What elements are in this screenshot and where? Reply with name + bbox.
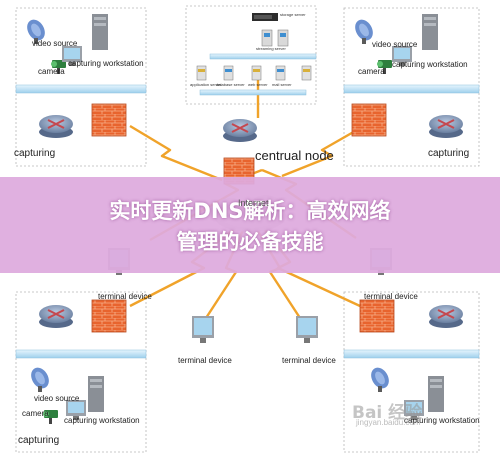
storage-server-icon <box>252 13 278 21</box>
firewall-icon <box>351 103 387 137</box>
label-web-server: web server <box>248 82 268 87</box>
label-internet: Internet <box>238 198 269 208</box>
banner-title-line-2: 管理的必备技能 <box>176 230 324 254</box>
server-lan-bar <box>209 53 317 60</box>
monitor-icon <box>392 46 412 66</box>
workstation-tower-icon <box>422 14 438 50</box>
firewall-icon <box>91 299 127 333</box>
lan-bus-bar <box>343 84 480 94</box>
label-streaming-server: streaming server <box>256 46 286 51</box>
cluster-bottom-left <box>15 299 147 424</box>
label-video-source: video source <box>32 39 78 48</box>
label-terminal-device: terminal device <box>178 356 232 365</box>
router-icon <box>39 305 73 328</box>
label-video-source: video source <box>372 40 418 49</box>
lan-bus-bar <box>343 349 480 359</box>
satellite-dish-icon <box>31 367 49 392</box>
router-icon <box>39 115 73 138</box>
firewall-icon <box>359 299 395 333</box>
watermark-logo: Bai 经验 <box>352 403 423 423</box>
label-terminal-device: terminal device <box>98 292 152 301</box>
cluster-frame-bottom-left <box>15 291 147 453</box>
label-capturing: capturing <box>14 148 56 159</box>
cluster-bottom-right <box>343 299 480 420</box>
label-capturing-workstation: capturing workstation <box>68 59 144 68</box>
label-capturing-workstation: capturing workstation <box>404 416 480 425</box>
satellite-dish-icon <box>355 19 373 44</box>
cluster-top-right <box>343 14 480 138</box>
label-terminal-device: terminal device <box>364 292 418 301</box>
router-icon <box>429 305 463 328</box>
satellite-dish-icon <box>27 19 45 44</box>
terminal-monitor-icon <box>192 316 214 343</box>
label-capturing-workstation: capturing workstation <box>392 60 468 69</box>
banner-title-line-1: 实时更新DNS解析：高效网络 <box>109 199 391 223</box>
camera-icon <box>43 410 58 424</box>
monitor-icon <box>66 400 86 420</box>
label-capturing-workstation: capturing workstation <box>64 416 140 425</box>
firewall-icon <box>91 103 127 137</box>
label-capturing: capturing <box>18 435 60 446</box>
workstation-tower-icon <box>92 14 108 50</box>
label-central-node: centrual node <box>255 148 334 163</box>
label-database-server: database server <box>216 82 245 87</box>
label-video-source: video source <box>34 394 80 403</box>
lightning-link <box>129 124 223 182</box>
lan-bus-bar <box>15 349 147 359</box>
router-icon <box>429 115 463 138</box>
banner-title: 实时更新DNS解析：高效网络 管理的必备技能 <box>0 196 500 258</box>
label-mail-server: mail server <box>272 82 292 87</box>
server-icon <box>261 29 289 47</box>
monitor-icon <box>404 400 424 420</box>
workstation-tower-icon <box>428 376 444 412</box>
label-camera: camera <box>22 409 49 418</box>
label-camera: camera <box>358 67 385 76</box>
label-capturing: capturing <box>428 148 470 159</box>
label-camera: camera <box>38 67 65 76</box>
satellite-dish-icon <box>371 367 389 392</box>
cluster-frame-server <box>185 5 317 105</box>
server-lan-bar <box>199 89 307 96</box>
cluster-server <box>196 13 317 96</box>
label-application-server: application server <box>190 82 222 87</box>
lan-bus-bar <box>15 84 147 94</box>
title-banner <box>0 177 500 273</box>
server-icon <box>196 65 312 81</box>
central-router-icon <box>223 119 257 142</box>
workstation-tower-icon <box>88 376 104 412</box>
label-storage-server: storage server <box>280 12 306 17</box>
cluster-top-left <box>15 14 147 138</box>
watermark-url: jingyan.baidu.com <box>356 418 421 427</box>
monitor-icon <box>62 46 82 66</box>
label-terminal-device: terminal device <box>282 356 336 365</box>
cluster-frame-bottom-right <box>343 291 480 453</box>
terminal-monitor-icon <box>296 316 318 343</box>
lightning-link <box>281 124 365 178</box>
camera-icon <box>377 60 392 74</box>
